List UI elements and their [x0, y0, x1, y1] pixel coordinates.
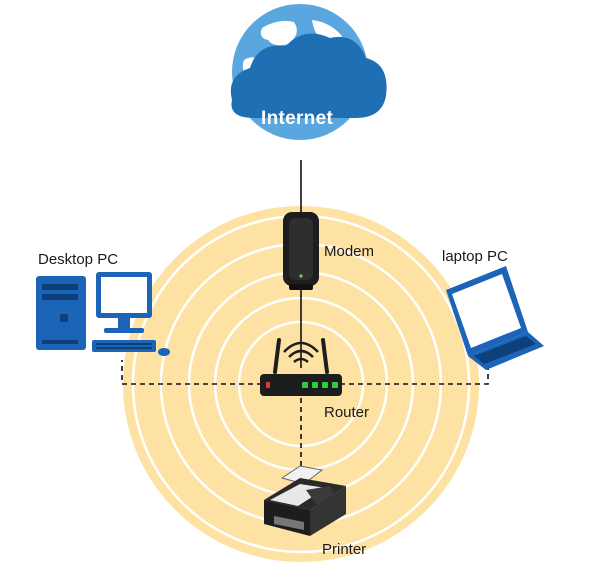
- printer-icon: [264, 465, 346, 536]
- desktop-pc-icon: [36, 272, 170, 356]
- desktop-label: Desktop PC: [38, 251, 119, 268]
- wifi-router-icon: [260, 338, 342, 396]
- link-router-desktop: [121, 360, 262, 385]
- router-label: Router: [324, 404, 370, 421]
- internet-label: Internet: [261, 108, 334, 129]
- modem-label: Modem: [324, 243, 375, 260]
- laptop-label: laptop PC: [442, 248, 508, 265]
- laptop-icon: [446, 266, 544, 370]
- cloud-globe-icon: [230, 4, 387, 140]
- modem-icon: [283, 212, 319, 290]
- printer-label: Printer: [322, 541, 367, 558]
